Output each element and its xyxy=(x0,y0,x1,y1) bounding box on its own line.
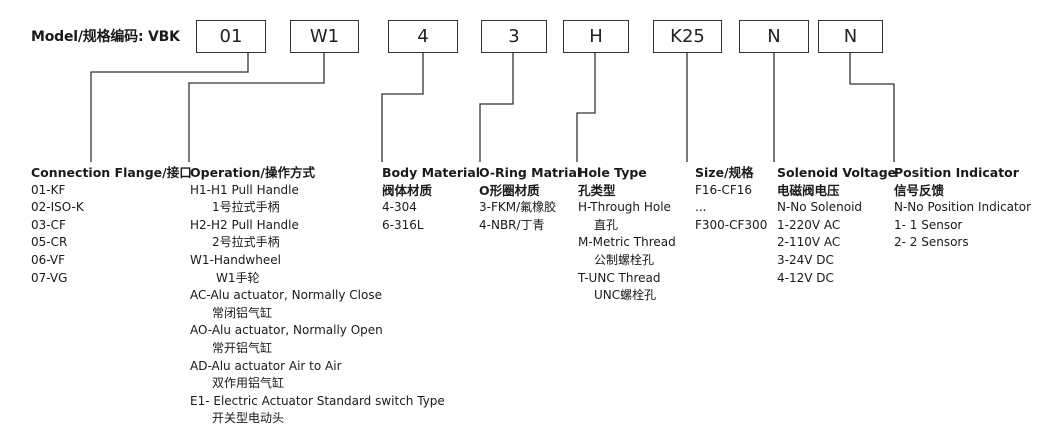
code-box-solenoid: N xyxy=(739,20,809,53)
size-item: ... xyxy=(695,200,707,215)
connector-flange xyxy=(90,53,249,162)
operation-item-cn: 双作用铝气缸 xyxy=(212,376,285,391)
column-flange: Connection Flange/接口 01-KF 02-ISO-K 03-C… xyxy=(31,164,192,287)
operation-item-cn: 1号拉式手柄 xyxy=(212,200,280,215)
solenoid-heading: Solenoid Voltage xyxy=(777,165,897,180)
hole-heading-cn: 孔类型 xyxy=(578,182,616,198)
hole-item-cn: 直孔 xyxy=(594,217,619,232)
size-item: F300-CF300 xyxy=(695,217,768,232)
column-body: Body Material 阀体材质 4-304 6-316L xyxy=(382,164,480,234)
operation-item-cn: 开关型电动头 xyxy=(212,411,285,426)
code-box-flange: 01 xyxy=(196,20,266,53)
operation-item: AO-Alu actuator, Normally Open xyxy=(190,323,383,338)
operation-item-cn: 常闭铝气缸 xyxy=(212,305,273,320)
hole-item-cn: UNC螺栓孔 xyxy=(594,288,657,303)
position-heading-cn: 信号反馈 xyxy=(894,182,945,198)
solenoid-heading-cn: 电磁阀电压 xyxy=(777,182,840,198)
body-heading-cn: 阀体材质 xyxy=(382,182,433,198)
connector-position xyxy=(849,53,895,162)
flange-item: 06-VF xyxy=(31,252,66,267)
solenoid-item: N-No Solenoid xyxy=(777,200,863,215)
code-box-oring: 3 xyxy=(481,20,547,53)
position-item: N-No Position Indicator xyxy=(894,200,1032,215)
hole-item: T-UNC Thread xyxy=(578,270,661,285)
body-item: 4-304 xyxy=(382,200,417,215)
column-operation: Operation/操作方式 H1-H1 Pull Handle 1号拉式手柄 … xyxy=(190,164,445,428)
code-box-body: 4 xyxy=(388,20,458,53)
code-box-size: K25 xyxy=(653,20,722,53)
operation-item: H1-H1 Pull Handle xyxy=(190,182,299,197)
position-heading: Position Indicator xyxy=(894,165,1019,180)
position-item: 2- 2 Sensors xyxy=(894,235,969,250)
connector-body xyxy=(381,53,424,162)
operation-item: AC-Alu actuator, Normally Close xyxy=(190,288,382,303)
connector-oring xyxy=(479,53,514,162)
column-solenoid: Solenoid Voltage 电磁阀电压 N-No Solenoid 1-2… xyxy=(777,164,896,287)
oring-heading-cn: O形圈材质 xyxy=(479,182,540,198)
code-box-operation: W1 xyxy=(290,20,359,53)
column-position: Position Indicator 信号反馈 N-No Position In… xyxy=(894,164,1031,252)
oring-item: 4-NBR/丁青 xyxy=(479,217,545,232)
oring-heading: O-Ring Matrial xyxy=(479,165,582,180)
column-hole: Hole Type 孔类型 H-Through Hole 直孔 M-Metric… xyxy=(578,164,676,305)
hole-item-cn: 公制螺栓孔 xyxy=(594,252,655,267)
operation-heading: Operation/操作方式 xyxy=(190,165,315,180)
flange-item: 07-VG xyxy=(31,270,68,285)
flange-item: 02-ISO-K xyxy=(31,200,84,215)
code-box-hole: H xyxy=(563,20,629,53)
size-heading: Size/规格 xyxy=(695,165,754,180)
operation-item-cn: W1手轮 xyxy=(216,270,260,285)
solenoid-item: 4-12V DC xyxy=(777,270,834,285)
operation-item-cn: 2号拉式手柄 xyxy=(212,235,280,250)
operation-item: W1-Handwheel xyxy=(190,252,281,267)
column-oring: O-Ring Matrial O形圈材质 3-FKM/氟橡胶 4-NBR/丁青 xyxy=(479,164,581,234)
connector-hole xyxy=(576,53,596,162)
flange-heading: Connection Flange/接口 xyxy=(31,165,192,180)
operation-item: AD-Alu actuator Air to Air xyxy=(190,358,342,373)
operation-item: H2-H2 Pull Handle xyxy=(190,217,299,232)
code-box-position: N xyxy=(818,20,883,53)
connector-operation xyxy=(188,53,325,162)
operation-item: E1- Electric Actuator Standard switch Ty… xyxy=(190,393,445,408)
hole-item: M-Metric Thread xyxy=(578,235,676,250)
size-item: F16-CF16 xyxy=(695,182,753,197)
body-heading: Body Material xyxy=(382,165,481,180)
operation-item-cn: 常开铝气缸 xyxy=(212,340,273,355)
flange-item: 05-CR xyxy=(31,235,68,250)
hole-heading: Hole Type xyxy=(578,165,647,180)
model-title: Model/规格编码: VBK xyxy=(31,29,180,45)
body-item: 6-316L xyxy=(382,217,424,232)
column-size: Size/规格 F16-CF16 ... F300-CF300 xyxy=(695,164,767,234)
solenoid-item: 1-220V AC xyxy=(777,217,841,232)
oring-item: 3-FKM/氟橡胶 xyxy=(479,200,557,215)
solenoid-item: 2-110V AC xyxy=(777,235,841,250)
flange-item: 01-KF xyxy=(31,182,66,197)
solenoid-item: 3-24V DC xyxy=(777,252,834,267)
hole-item: H-Through Hole xyxy=(578,200,671,215)
flange-item: 03-CF xyxy=(31,217,66,232)
position-item: 1- 1 Sensor xyxy=(894,217,963,232)
